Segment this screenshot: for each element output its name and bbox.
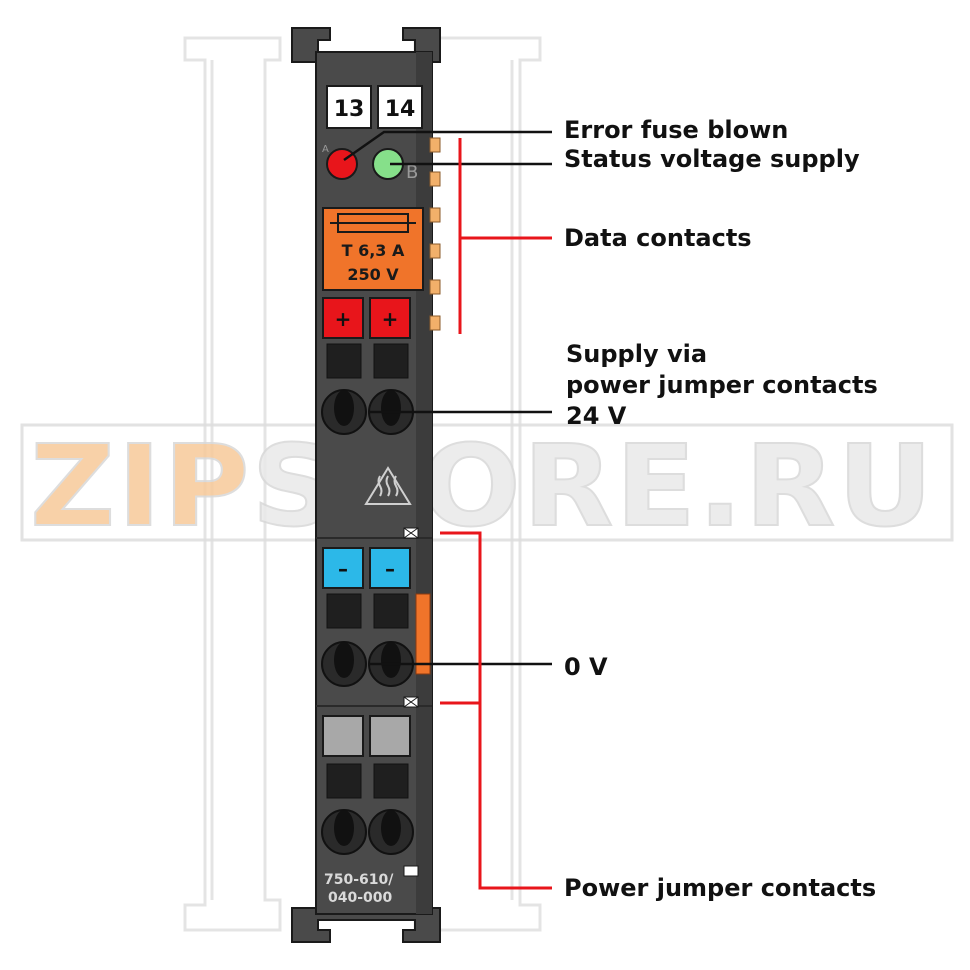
plus-terminals: + +	[322, 297, 411, 339]
watermark: ZIPSTORE.RU	[20, 421, 954, 553]
terminal-number-14: 14	[385, 97, 416, 122]
terminal-marker-14	[377, 85, 423, 129]
terminal-number-markers: 13 14	[326, 85, 423, 129]
orange-marker-strip	[415, 593, 431, 675]
wire-entries-3	[321, 809, 414, 855]
label-supply-line-1: Supply via	[566, 340, 707, 368]
terminal-number-13: 13	[334, 97, 365, 122]
clamp-release-buttons-2	[326, 593, 409, 629]
watermark-part-1: ZIP	[30, 422, 252, 552]
callout-error-fuse	[343, 130, 552, 162]
label-supply-line-2: power jumper contacts	[566, 371, 878, 399]
power-jumper-windows	[403, 527, 419, 877]
neutral-terminal-left	[322, 715, 364, 757]
watermark-text: ZIPSTORE.RU	[30, 422, 935, 552]
callout-data-contacts	[458, 138, 552, 334]
status-leds: A B	[322, 144, 418, 183]
callout-power-jumper	[440, 531, 552, 890]
plus-terminal-left	[322, 297, 364, 339]
wire-entries-1	[321, 389, 414, 435]
callout-lines-red	[440, 138, 552, 890]
data-contact-tabs	[429, 137, 441, 331]
led-a-label: A	[322, 144, 329, 155]
minus-terminal-left	[322, 547, 364, 589]
neutral-terminals	[322, 715, 411, 757]
led-b-label: B	[406, 162, 418, 183]
terminal-marker-13	[326, 85, 372, 129]
label-supply-line-3: 24 V	[566, 402, 627, 430]
minus-sign-right: –	[385, 557, 395, 581]
plus-terminal-right	[369, 297, 411, 339]
label-status-voltage-supply: Status voltage supply	[564, 145, 860, 173]
label-error-fuse-blown: Error fuse blown	[564, 116, 788, 144]
plus-sign-left: +	[335, 307, 352, 331]
minus-sign-left: –	[338, 557, 348, 581]
fuse-rating: T 6,3 A	[342, 241, 405, 260]
label-zero-v: 0 V	[564, 653, 608, 681]
minus-terminal-right	[369, 547, 411, 589]
neutral-terminal-right	[369, 715, 411, 757]
minus-terminals: – –	[322, 547, 411, 589]
bottom-rail-clip	[291, 907, 441, 943]
part-number-line-1: 750-610/	[324, 872, 394, 888]
fuse-voltage: 250 V	[347, 265, 399, 284]
clamp-release-buttons-3	[326, 763, 409, 799]
label-data-contacts: Data contacts	[564, 224, 752, 252]
plus-sign-right: +	[382, 307, 399, 331]
callout-lines-black	[343, 130, 552, 666]
fuse-panel: T 6,3 A 250 V	[322, 207, 424, 291]
hot-surface-warning-icon	[364, 466, 412, 505]
clamp-release-buttons-1	[326, 343, 409, 379]
label-power-jumper-contacts: Power jumper contacts	[564, 874, 876, 902]
part-number-line-2: 040-000	[328, 890, 393, 906]
